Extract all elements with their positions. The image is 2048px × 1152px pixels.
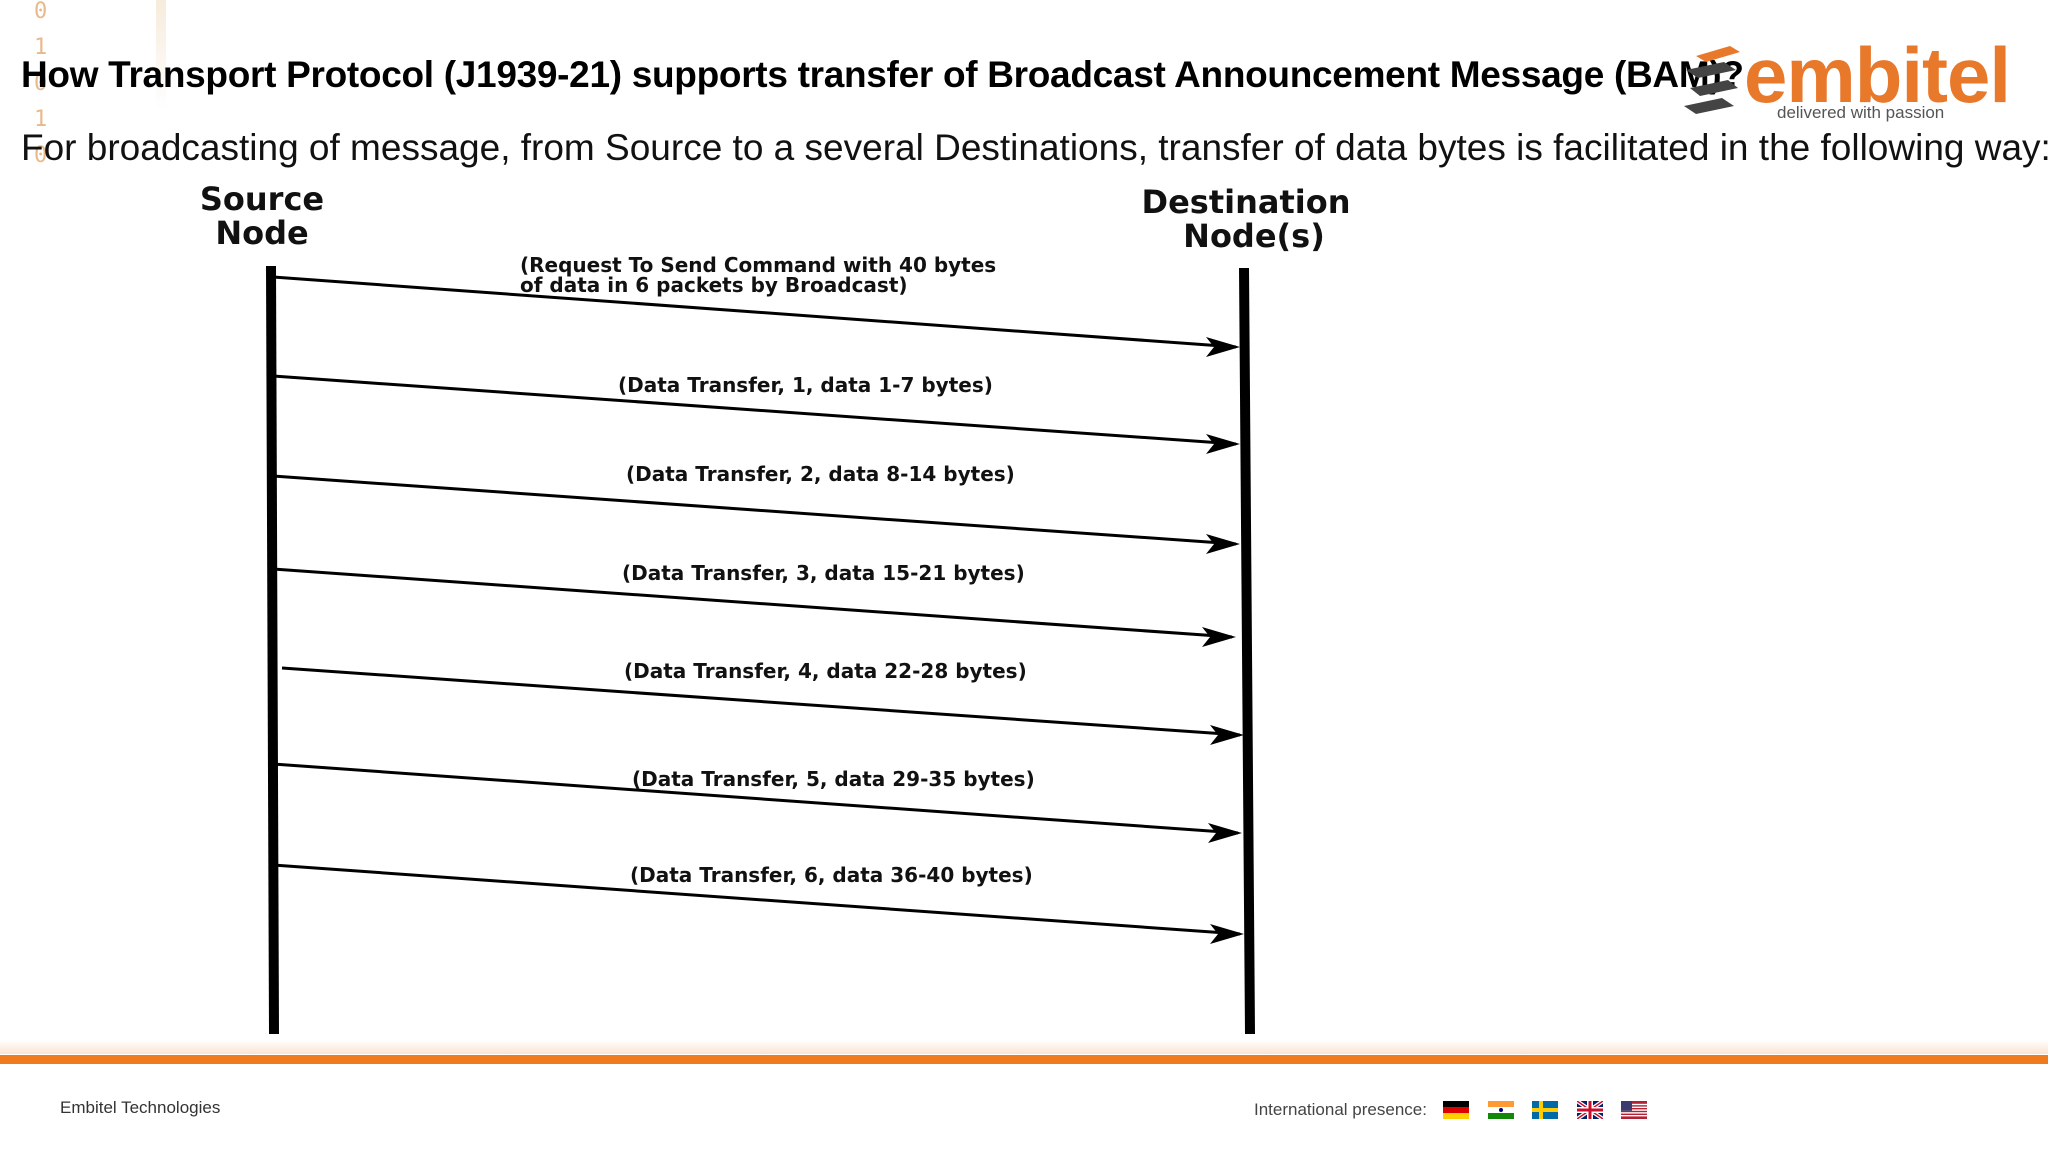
message-arrow: (Data Transfer, 1, data 1-7 bytes) <box>272 373 1240 454</box>
message-arrow: (Data Transfer, 6, data 36-40 bytes) <box>272 863 1244 944</box>
germany-flag-icon <box>1443 1101 1469 1119</box>
message-label: (Request To Send Command with 40 bytes <box>520 253 996 277</box>
source-lifeline <box>266 265 279 1035</box>
message-label: (Data Transfer, 4, data 22-28 bytes) <box>624 659 1027 683</box>
uk-flag-icon <box>1577 1101 1603 1119</box>
message-arrow: (Data Transfer, 2, data 8-14 bytes) <box>272 462 1240 554</box>
logo-mark-icon <box>1684 46 1740 114</box>
message-label: (Data Transfer, 1, data 1-7 bytes) <box>618 373 993 397</box>
decor-digit: 1 <box>34 107 48 132</box>
binary-decoration: 0 1 0 1 0 <box>34 0 64 184</box>
footer-fade <box>0 1040 2048 1054</box>
international-presence-label: International presence: <box>1254 1100 1427 1119</box>
slide-subtitle: For broadcasting of message, from Source… <box>21 127 2048 168</box>
message-arrow: (Data Transfer, 5, data 29-35 bytes) <box>272 762 1242 843</box>
decor-digit: 0 <box>34 143 48 168</box>
message-label: (Data Transfer, 5, data 29-35 bytes) <box>632 767 1035 791</box>
decor-digit: 1 <box>34 35 48 60</box>
slide-title: How Transport Protocol (J1939-21) suppor… <box>21 54 1744 95</box>
india-flag-icon <box>1488 1101 1514 1119</box>
logo-tagline: delivered with passion <box>1777 103 1945 122</box>
message-label: of data in 6 packets by Broadcast) <box>520 273 908 297</box>
message-arrow: (Data Transfer, 4, data 22-28 bytes) <box>281 659 1244 745</box>
message-arrow: (Data Transfer, 3, data 15-21 bytes) <box>272 561 1236 647</box>
sweden-flag-icon <box>1532 1101 1558 1119</box>
message-label: (Data Transfer, 6, data 36-40 bytes) <box>630 863 1033 887</box>
decor-digit: 0 <box>34 0 48 24</box>
footer-accent-line <box>0 1055 2048 1064</box>
decor-digit: 0 <box>34 71 48 96</box>
source-node-label: Source <box>200 180 324 218</box>
sequence-diagram: Source Node Destination Node(s) (Request… <box>200 180 1351 1035</box>
embitel-logo: embitel delivered with passion <box>1682 31 2011 130</box>
destination-lifeline <box>1239 267 1255 1035</box>
message-label: (Data Transfer, 2, data 8-14 bytes) <box>626 462 1015 486</box>
footer-company: Embitel Technologies <box>60 1098 221 1117</box>
destination-node-label: Destination <box>1142 183 1351 221</box>
source-node-label: Node <box>215 214 308 252</box>
message-arrow: (Request To Send Command with 40 bytes o… <box>272 253 1240 357</box>
usa-flag-icon <box>1621 1101 1647 1119</box>
logo-wordmark: embitel <box>1744 31 2011 119</box>
decorative-strip <box>156 0 166 110</box>
destination-node-label: Node(s) <box>1183 217 1325 255</box>
message-label: (Data Transfer, 3, data 15-21 bytes) <box>622 561 1025 585</box>
